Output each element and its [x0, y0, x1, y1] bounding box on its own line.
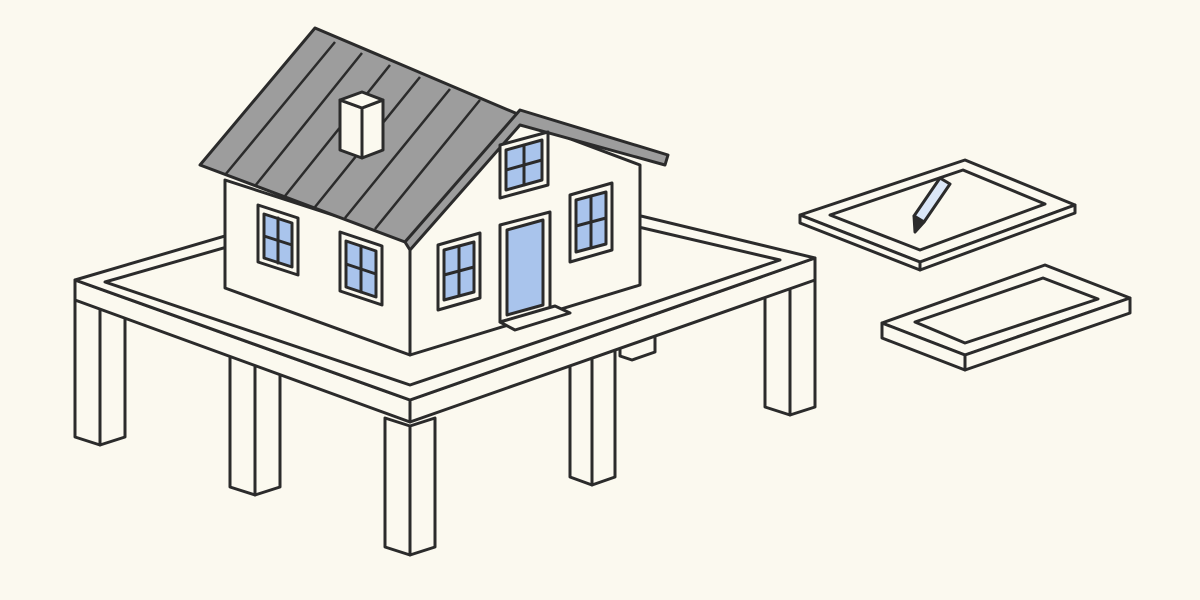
- leg: [73, 298, 127, 447]
- frame-panel: [880, 263, 1132, 372]
- front-leg: [383, 416, 437, 557]
- leg: [568, 348, 617, 487]
- house: [198, 26, 670, 357]
- platform-legs: [73, 273, 817, 497]
- roof-eave: [403, 108, 670, 252]
- leg: [763, 273, 817, 417]
- leg: [228, 353, 282, 497]
- windows: [256, 130, 614, 312]
- chimney: [338, 90, 385, 160]
- drawing-tablet: [798, 158, 1077, 272]
- door[interactable]: [498, 210, 572, 332]
- pencil-icon: [912, 176, 952, 234]
